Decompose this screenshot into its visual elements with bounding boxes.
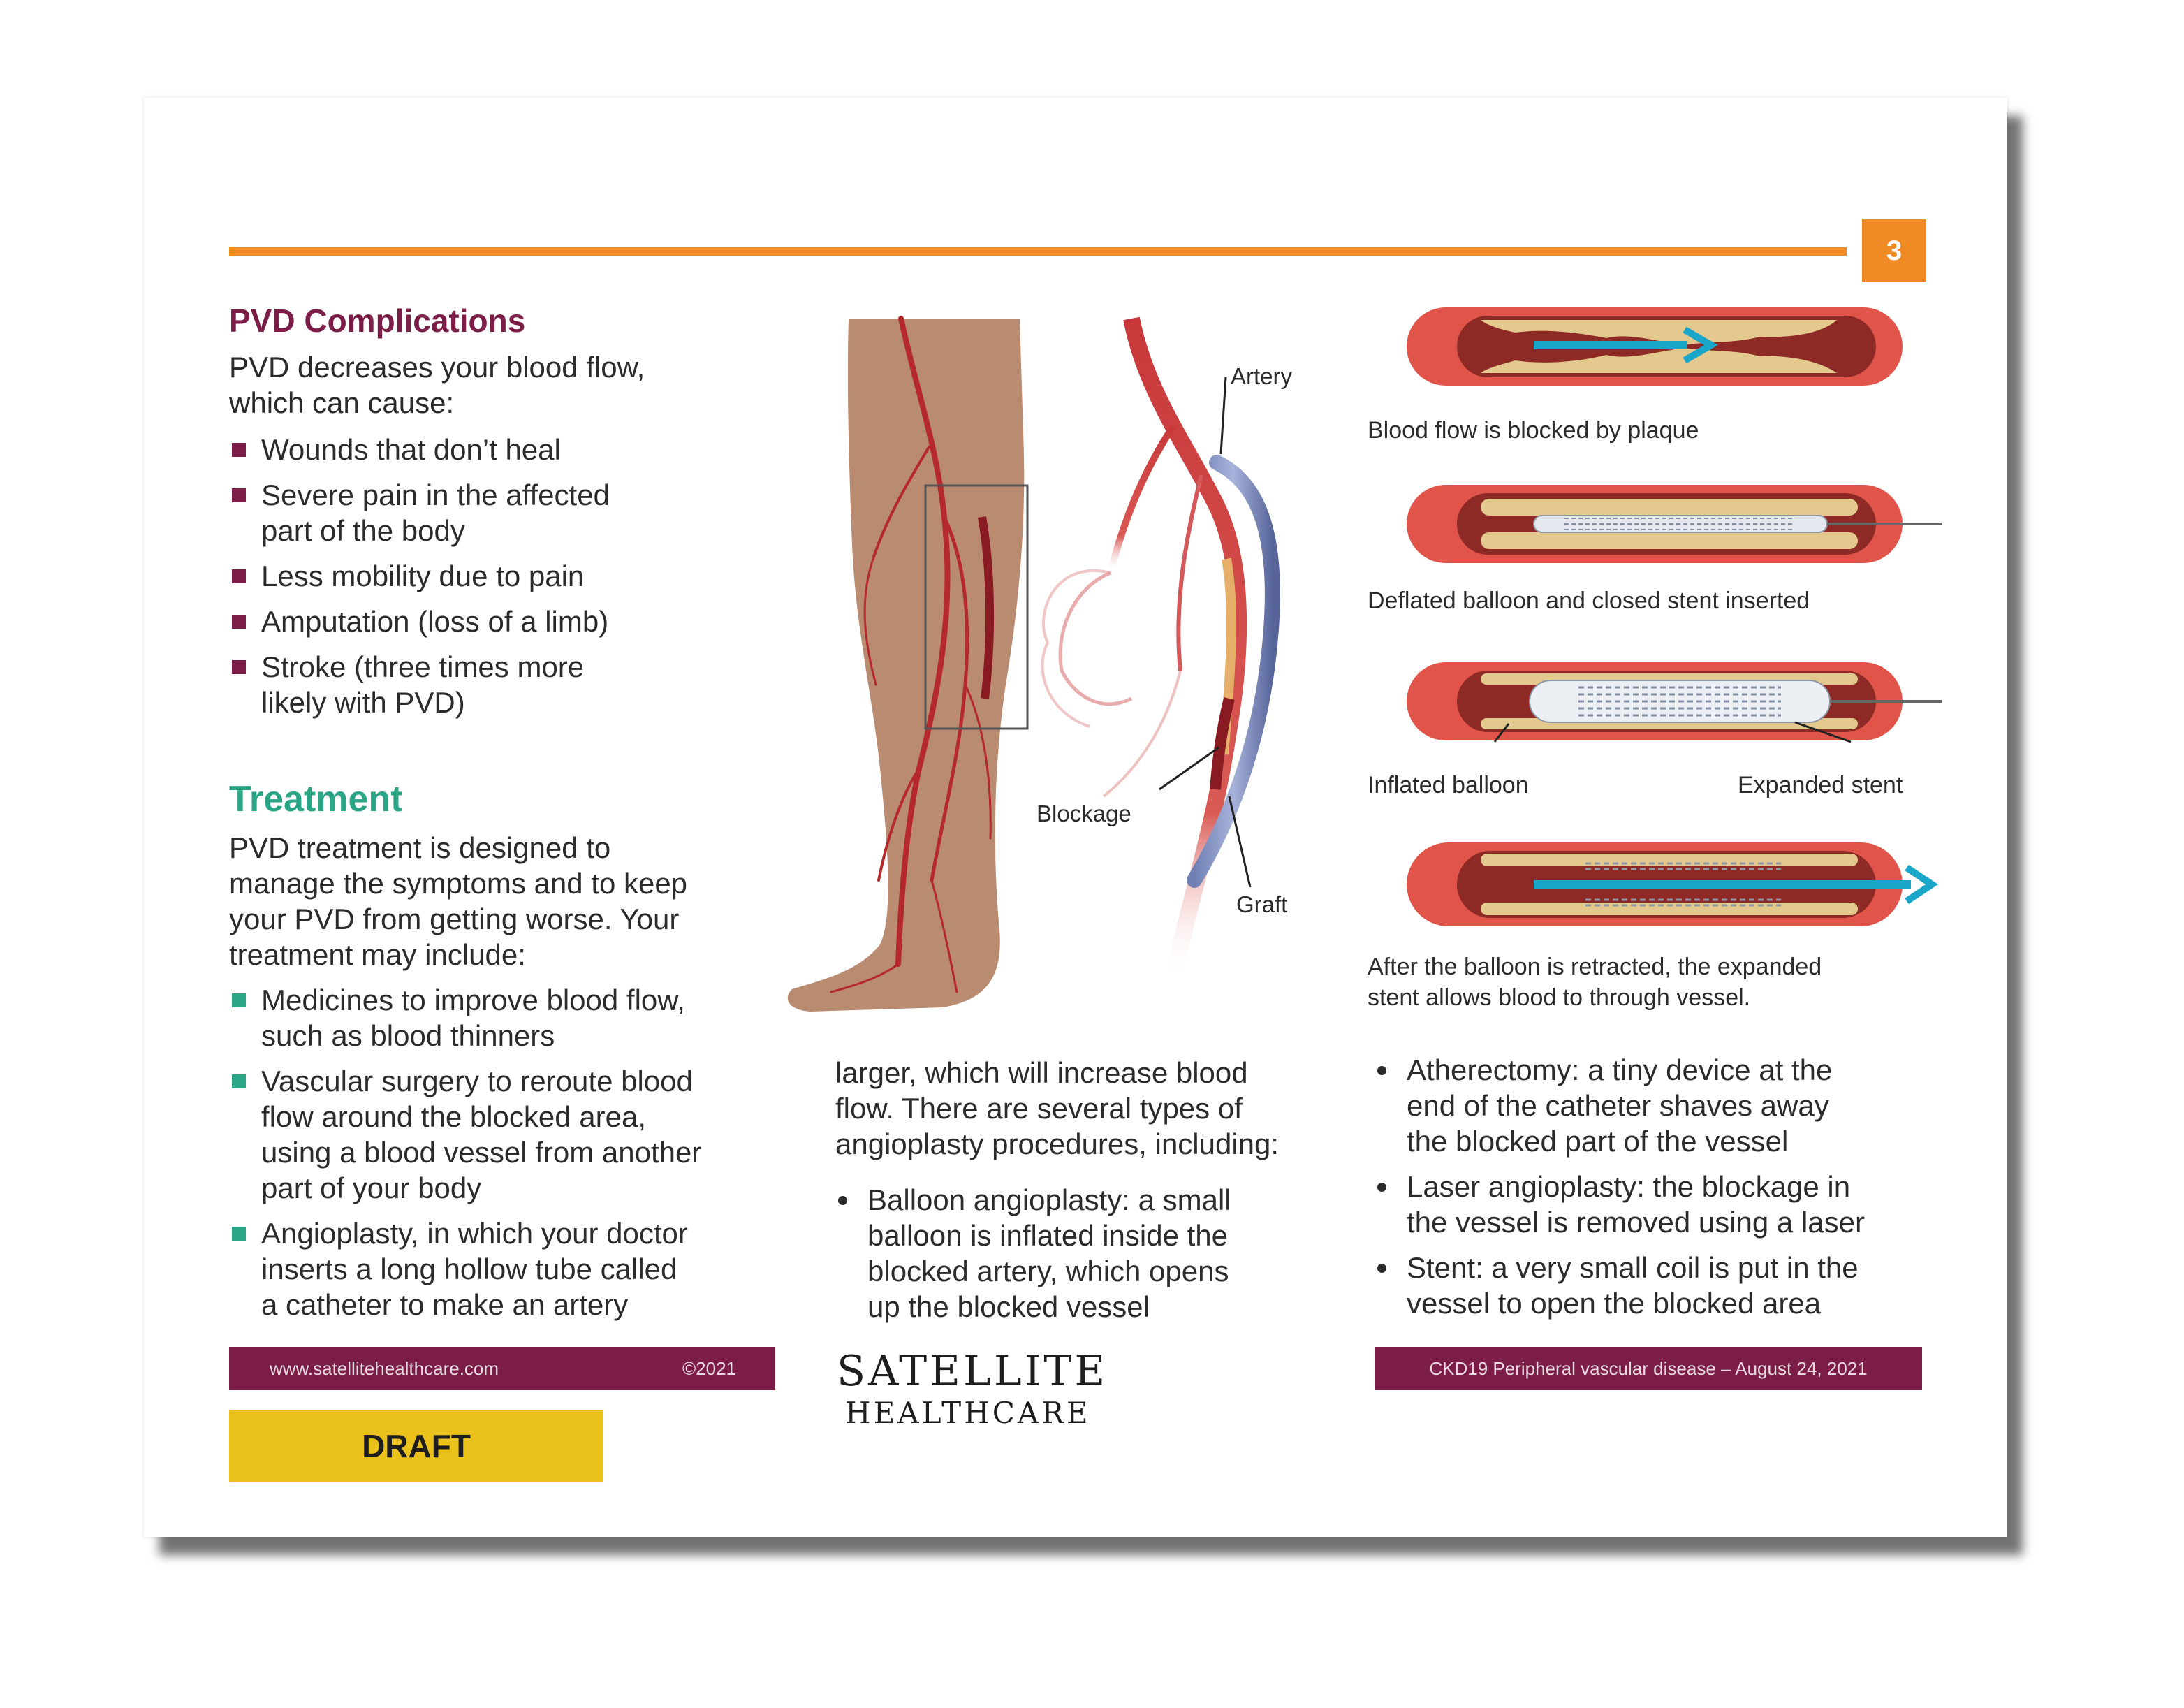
square-bullet-icon [232, 993, 246, 1007]
caption-deflated: Deflated balloon and closed stent insert… [1368, 587, 1810, 614]
label-artery: Artery [1231, 363, 1293, 389]
zoom-box [924, 484, 1029, 730]
leg-shape [787, 319, 1025, 1012]
draft-stamp: DRAFT [229, 1410, 603, 1482]
list-item: Less mobility due to pain [229, 558, 746, 594]
complications-heading: PVD Complications [229, 302, 526, 339]
list-item: Wounds that don’t heal [229, 432, 746, 467]
page-number: 3 [1862, 219, 1926, 282]
leg-graft-illustration [787, 316, 1280, 1012]
bullet-icon [1377, 1264, 1386, 1273]
label-blockage: Blockage [1036, 801, 1131, 826]
list-item: Amputation (loss of a limb) [229, 604, 746, 639]
caption-retracted: After the balloon is retracted, the expa… [1368, 954, 1822, 1011]
treatment-list: Medicines to improve blood flow,such as … [229, 982, 774, 1332]
square-bullet-icon [232, 1227, 246, 1241]
logo-sub-text: HEALTHCARE [845, 1396, 1091, 1430]
angioplasty-continued: larger, which will increase blood flow. … [835, 1056, 1280, 1160]
caption-inflated-balloon: Inflated balloon [1368, 772, 1529, 798]
header-rule [229, 247, 1847, 256]
square-bullet-icon [232, 488, 246, 502]
footer-bar-right: CKD19 Peripheral vascular disease – Augu… [1375, 1347, 1922, 1390]
bullet-icon [838, 1196, 847, 1205]
list-item: Medicines to improve blood flow,such as … [229, 982, 774, 1053]
bullet-icon [1377, 1066, 1386, 1075]
vessel-panel-blocked [1407, 307, 1903, 386]
enlarged-artery [1041, 316, 1247, 980]
footer-copyright: ©2021 [682, 1357, 736, 1379]
square-bullet-icon [232, 1074, 246, 1088]
leg-arteries [830, 316, 992, 993]
vessel-panel-deflated [1407, 485, 1942, 563]
square-bullet-icon [232, 660, 246, 674]
logo-main-text: SATELLITE [837, 1347, 1108, 1396]
bullet-icon [1377, 1183, 1386, 1192]
caption-expanded-stent: Expanded stent [1738, 772, 1903, 798]
vessel-panel-retracted [1407, 842, 1939, 926]
footer-bar-left: www.satellitehealthcare.com ©2021 [229, 1347, 775, 1390]
complications-list: Wounds that don’t heal Severe pain in th… [229, 432, 746, 730]
label-graft: Graft [1236, 891, 1288, 917]
vessel-panel-inflated [1407, 662, 1942, 743]
treatment-heading: Treatment [229, 779, 403, 819]
caption-blocked: Blood flow is blocked by plaque [1368, 417, 1699, 444]
satellite-healthcare-logo: SATELLITE HEALTHCARE [837, 1347, 1319, 1430]
square-bullet-icon [232, 443, 246, 457]
square-bullet-icon [232, 569, 246, 583]
complications-intro: PVD decreases your blood flow, which can… [229, 351, 645, 419]
square-bullet-icon [232, 615, 246, 629]
footer-website[interactable]: www.satellitehealthcare.com [270, 1357, 499, 1379]
graft-tube [1187, 455, 1280, 888]
treatment-intro: PVD treatment is designed to manage the … [229, 831, 688, 971]
footer-doc-id: CKD19 Peripheral vascular disease – Augu… [1429, 1357, 1868, 1379]
